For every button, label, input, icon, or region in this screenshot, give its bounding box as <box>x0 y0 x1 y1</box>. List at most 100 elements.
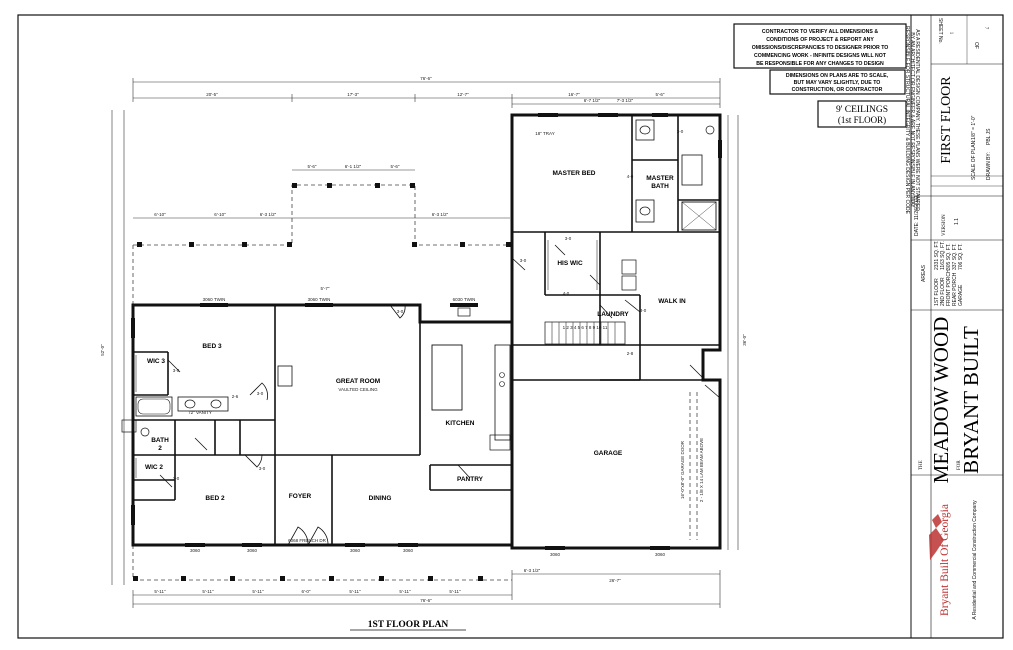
contractor-note-line: OMISSIONS/DISCREPANCIES TO DESIGNER PRIO… <box>752 45 889 51</box>
version-label: VERSION <box>942 214 947 236</box>
range-icon <box>499 381 505 387</box>
of-label: OF <box>973 42 979 49</box>
logo-text: Bryant Built Of Georgia <box>939 504 951 616</box>
stairs-label: 1 2 3 4 5 6 7 8 9 10 11 <box>563 325 608 330</box>
company-note-line: AS A RESIDENTIAL DESIGN COMPANY, THESE P… <box>914 29 920 211</box>
door-swings <box>159 244 721 546</box>
contractor-note-box: CONTRACTOR TO VERIFY ALL DIMENSIONS & CO… <box>733 23 907 69</box>
sink-icon <box>210 399 222 409</box>
area-value: 337 SQ. FT. <box>952 243 958 270</box>
sink-icon <box>184 399 196 409</box>
drawn-label: DRAWN BY: <box>986 152 992 180</box>
dim-porch: 6'-3 1/2" <box>260 212 277 217</box>
window-label: 3060 <box>247 548 258 553</box>
dim-porch: 6'-10" <box>214 212 226 217</box>
window-label: 3060 <box>655 552 666 557</box>
company-note-line: RESPONSIBLE FOR STRUCTURAL INTEGRITY & B… <box>904 26 910 214</box>
dim-bottom: 5'-11" <box>449 589 461 594</box>
dim-top: 20'-5" <box>206 92 218 97</box>
door-size: 3-0 <box>257 391 264 396</box>
room-wic2: WIC 2 <box>145 464 163 471</box>
room-pantry: PANTRY <box>457 476 484 483</box>
dim-garage-width: 26'-7" <box>609 578 621 583</box>
room-laundry: LAUNDRY <box>597 311 629 318</box>
dim-porch: 6'-10" <box>154 212 166 217</box>
window-label: 3060 <box>190 548 201 553</box>
scale-note-line: BUT MAY VARY SLIGHTLY, DUE TO <box>794 80 881 86</box>
room-bath2: 2 <box>158 445 162 452</box>
windows: 3060 TWIN 3060 TWIN 6030 TWIN 3060 3060 … <box>131 113 722 557</box>
toilet-icon <box>140 427 150 437</box>
sheet-border <box>17 14 1004 639</box>
sheet-name: FIRST FLOOR <box>939 76 954 164</box>
client-name: BRYANT BUILT <box>959 326 983 474</box>
refrigerator-icon <box>489 434 511 451</box>
garage-header-label: 2 - 1/8 X 14 LAM BEAM ABOVE <box>699 438 704 502</box>
dim-side-height: 52'-0" <box>100 344 105 356</box>
areas-label: AREAS <box>921 264 927 282</box>
door-size: 3-0 <box>520 258 527 263</box>
title-block: AS A RESIDENTIAL DESIGN COMPANY, THESE P… <box>904 15 1003 638</box>
version-value: 1.1 <box>954 218 960 225</box>
window-label: 3060 TWIN <box>308 297 331 302</box>
dryer-icon <box>621 275 637 291</box>
plan-title-text: 1ST FLOOR PLAN <box>368 620 449 630</box>
door-size: 3-0 <box>677 129 684 134</box>
room-bath2: BATH <box>151 437 169 444</box>
sheet-number: 1 <box>948 32 953 35</box>
ceiling-note-line: 9' CEILINGS <box>836 105 888 115</box>
window-label: 3060 <box>550 552 561 557</box>
dim-overall-width: 76'-6" <box>420 76 432 81</box>
for-label: FOR <box>957 460 962 470</box>
area-name: GARAGE <box>958 284 964 306</box>
front-porch <box>132 545 512 581</box>
door-size: 2-6 <box>232 394 239 399</box>
dim-top: 16'-7" <box>568 92 580 97</box>
vanity-label: 72" VANITY <box>188 410 212 415</box>
contractor-note-line: CONDITIONS OF PROJECT & REPORT ANY <box>766 37 874 43</box>
kitchen-counter <box>494 344 511 441</box>
area-name: 2ND FLOOR <box>940 277 946 306</box>
contractor-note-line: COMMENCING WORK - INFINITE DESIGNS WILL … <box>754 53 887 59</box>
area-value: 2331 SQ. FT. <box>934 241 940 270</box>
scale-note-line: DIMENSIONS ON PLANS ARE TO SCALE, <box>786 73 889 79</box>
room-master-bed: MASTER BED <box>553 170 596 177</box>
dim-right-height: 36'-0" <box>742 334 747 346</box>
kitchen-sink-icon <box>457 307 471 317</box>
window-label: 6030 TWIN <box>453 297 476 302</box>
ceiling-note: 9' CEILINGS (1st FLOOR) <box>817 100 907 128</box>
area-name: 1ST FLOOR <box>934 278 940 306</box>
rear-porch <box>132 183 511 305</box>
plan-title: 1ST FLOOR PLAN <box>350 620 466 631</box>
tray-label: 18" TRAY <box>535 131 554 136</box>
door-size: 4-0 <box>563 291 570 296</box>
contractor-note-line: CONTRACTOR TO VERIFY ALL DIMENSIONS & <box>762 29 878 35</box>
drawn-value: PBL JS <box>986 128 992 145</box>
dim-bottom: 5'-11" <box>349 589 361 594</box>
fireplace-icon <box>277 365 293 387</box>
door-size: 4-0 <box>627 174 634 179</box>
master-vanity-icon <box>635 199 655 223</box>
dim-top: 6'-7 1/2" <box>584 98 601 103</box>
stairs <box>544 321 626 345</box>
company-logo: Bryant Built Of Georgia A Residential an… <box>929 500 978 620</box>
project-name: MEADOW WOOD <box>929 317 953 484</box>
dim-porch: 6'-3 1/2" <box>432 212 449 217</box>
dim-porch: 5'-6" <box>308 164 317 169</box>
dim-bottom: 6'-0" <box>302 589 311 594</box>
scale-value: 1/8" = 1'-0" <box>971 115 977 140</box>
dim-top: 17'-3" <box>347 92 359 97</box>
window-label: 3060 TWIN <box>203 297 226 302</box>
room-bed3: BED 3 <box>202 343 222 350</box>
interior-walls <box>133 115 720 545</box>
room-walk-in: WALK IN <box>658 298 686 305</box>
area-value: 706 SQ. FT. <box>958 243 964 270</box>
sheet-no-label: SHEET No. <box>937 18 943 44</box>
dim-porch: 6'-1 1/2" <box>345 164 362 169</box>
dim-bottom: 5'-11" <box>399 589 411 594</box>
window-label: 3060 <box>350 548 361 553</box>
area-name: REAR PORCH <box>952 272 958 306</box>
tub-icon <box>681 154 703 186</box>
kitchen-island <box>431 344 463 411</box>
